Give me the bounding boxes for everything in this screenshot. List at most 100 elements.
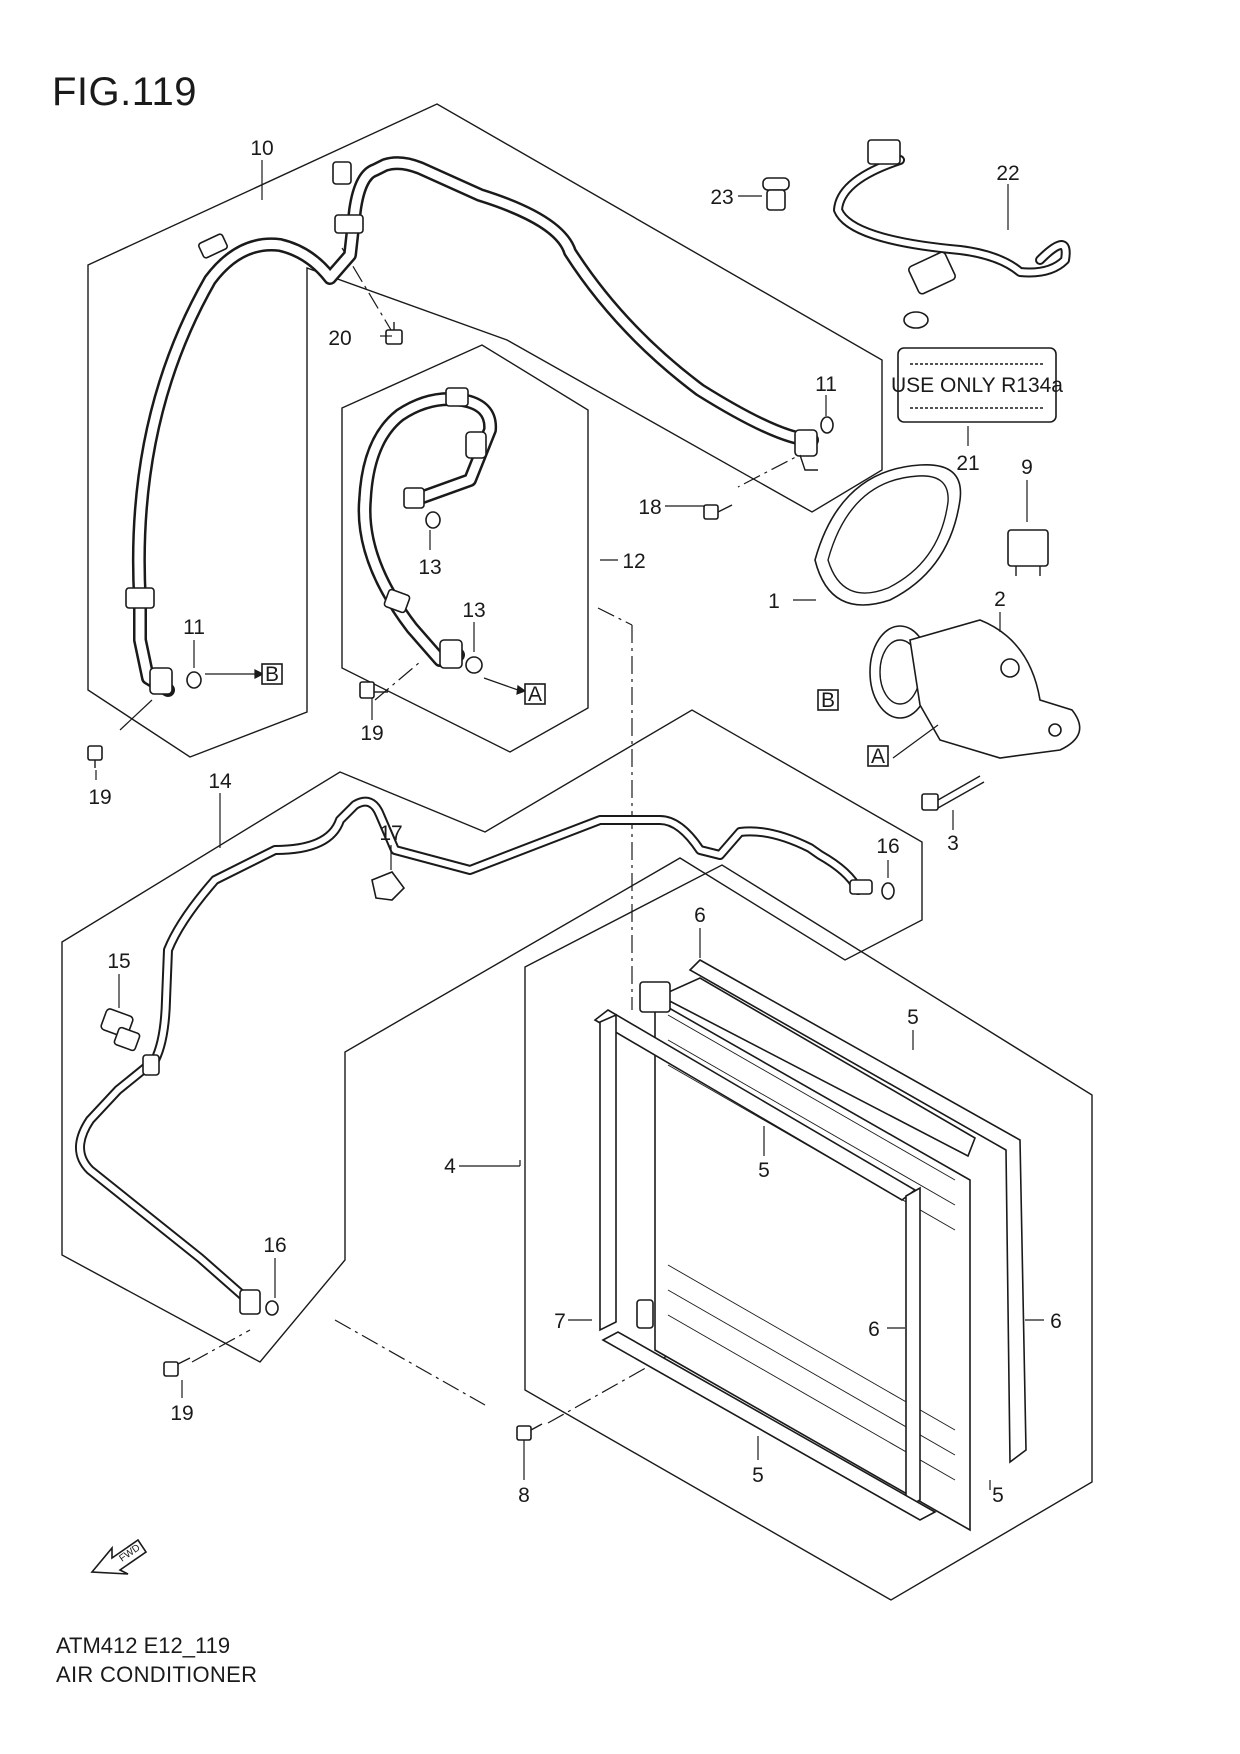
reference-boxes: B A B A <box>261 663 889 768</box>
callout-21: 21 <box>956 452 979 475</box>
o-ring-16-a <box>881 882 895 900</box>
relay-9 <box>1007 529 1049 576</box>
bolt-19-b <box>359 681 388 699</box>
plug-23 <box>762 177 790 211</box>
hose-sleeve-upper <box>198 233 228 259</box>
hose-bracket <box>334 214 364 234</box>
callout-11-left: 11 <box>183 616 205 639</box>
seal-5-upper <box>658 977 976 1158</box>
group-box-4 <box>524 864 1093 1601</box>
bolt-19-c <box>163 1357 191 1377</box>
callout-13-upper: 13 <box>418 556 441 579</box>
ref-box-b-left-text: B <box>265 663 279 686</box>
callout-10: 10 <box>250 137 273 160</box>
hose-12-fitting-mid <box>403 487 425 509</box>
hose-12-fitting-upper <box>465 431 487 459</box>
seal-7 <box>599 1013 617 1332</box>
condenser-4 <box>593 959 1027 1532</box>
callout-17: 17 <box>379 822 402 845</box>
fwd-arrow: FWD <box>90 1538 148 1575</box>
ref-box-a-right-text: A <box>871 745 885 768</box>
hose-end-fitting-right <box>794 429 818 457</box>
side-bracket-6-right <box>688 959 1027 1464</box>
hose-end-fitting-lower <box>149 667 173 695</box>
small-parts: USE ONLY R134a <box>100 139 1081 1052</box>
callout-1: 1 <box>768 590 780 613</box>
hose-12-sleeve-top <box>445 387 469 407</box>
callout-5-bottom-right: 5 <box>992 1484 1004 1507</box>
group-box-12 <box>341 344 589 753</box>
o-rings <box>186 416 895 1316</box>
callout-6-mid: 6 <box>868 1318 880 1341</box>
bolt-20 <box>385 322 403 345</box>
group-outlines <box>61 103 1093 1601</box>
ref-line-12 <box>597 607 633 626</box>
callout-5-top: 5 <box>907 1006 919 1029</box>
condenser-tank-left <box>636 981 671 1329</box>
label-21: USE ONLY R134a <box>891 347 1063 423</box>
ref-box-a-right <box>867 745 889 767</box>
bolt-19-a <box>87 745 103 768</box>
callout-16-left: 16 <box>263 1234 286 1257</box>
group-box-10 <box>87 103 883 758</box>
ref-box-b-right <box>817 689 839 711</box>
bolt-8 <box>516 1423 543 1441</box>
callout-23: 23 <box>710 186 733 209</box>
bolt-3 <box>921 775 985 811</box>
callout-7: 7 <box>554 1310 566 1333</box>
callout-5-bottom: 5 <box>752 1464 764 1487</box>
seal-6-middle <box>905 1186 921 1510</box>
ref-line-19b <box>374 661 421 701</box>
o-ring-13-a <box>425 511 441 529</box>
callout-22: 22 <box>996 162 1019 185</box>
callout-9: 9 <box>1021 456 1033 479</box>
callout-12: 12 <box>622 550 645 573</box>
discharge-hose-12 <box>357 387 498 669</box>
o-ring-16-b <box>265 1300 279 1316</box>
callout-6-right: 6 <box>1050 1310 1062 1333</box>
ref-box-b-left <box>261 663 283 685</box>
callout-numbers: 10 22 23 20 11 21 9 18 12 13 13 1 2 11 1… <box>88 137 1062 1507</box>
o-ring-13-b <box>465 656 483 674</box>
group-box-14 <box>61 709 923 1363</box>
callout-15: 15 <box>107 950 130 973</box>
compressor-2 <box>869 619 1081 759</box>
callout-5-mid: 5 <box>758 1159 770 1182</box>
callout-13-lower: 13 <box>462 599 485 622</box>
ref-line-19 <box>191 1329 251 1363</box>
callout-19-bottom: 19 <box>170 1402 193 1425</box>
hose-fitting-top <box>332 161 352 185</box>
ref-box-a-left <box>524 683 546 705</box>
refrigerant-label-text: USE ONLY R134a <box>891 374 1063 397</box>
suction-hose-10 <box>125 156 819 697</box>
callout-18: 18 <box>638 496 661 519</box>
pipe-14-clamp <box>142 1054 160 1076</box>
ref-line-20 <box>341 247 395 336</box>
callout-16-right: 16 <box>876 835 899 858</box>
footer-code: ATM412 E12_119 <box>56 1633 231 1658</box>
callout-4: 4 <box>444 1155 456 1178</box>
callout-6-top: 6 <box>694 904 706 927</box>
figure-title: FIG.119 <box>52 70 198 114</box>
harness-22 <box>833 139 1071 329</box>
hose-sleeve-lower <box>125 587 155 609</box>
ref-line-14 <box>334 1319 486 1406</box>
callout-2: 2 <box>994 588 1006 611</box>
callout-8: 8 <box>518 1484 530 1507</box>
pipe-14-end-fitting-right <box>849 879 873 895</box>
leader-lines <box>95 160 1044 1490</box>
hose-12-fitting-lower <box>439 639 463 669</box>
footer-name: AIR CONDITIONER <box>56 1662 258 1687</box>
pipe-14-end-fitting-left <box>239 1289 261 1315</box>
callout-20: 20 <box>328 327 351 350</box>
bolt-18 <box>703 504 733 520</box>
o-ring-11-a <box>186 671 202 689</box>
callout-11-right: 11 <box>815 373 837 396</box>
ref-box-b-right-text: B <box>821 689 835 712</box>
hose-bracket-right <box>799 454 818 471</box>
callout-3: 3 <box>947 832 959 855</box>
pressure-switch-15 <box>100 1008 141 1052</box>
seal-5-bottom <box>601 1331 937 1521</box>
clamp-17 <box>371 871 406 901</box>
